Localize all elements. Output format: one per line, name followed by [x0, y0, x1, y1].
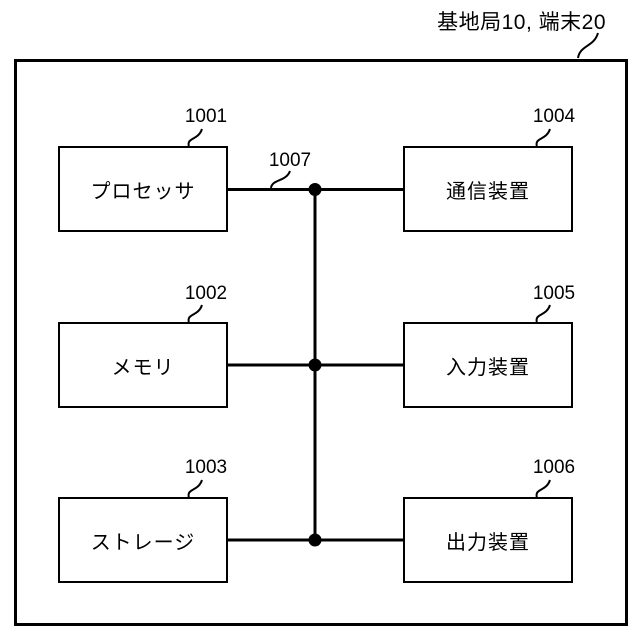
- leader-1004: [535, 128, 551, 148]
- ref-label-1006: 1006: [532, 457, 576, 478]
- block-label: ストレージ: [90, 531, 196, 554]
- leader-1001: [187, 128, 203, 148]
- block-label: メモリ: [111, 356, 175, 379]
- ref-label-1003: 1003: [184, 457, 228, 478]
- block-label: 入力装置: [446, 356, 530, 379]
- junction-dot-3: [308, 533, 322, 547]
- block-label: プロセッサ: [90, 180, 196, 203]
- junction-dot-2: [308, 358, 322, 372]
- block-input-device: 入力装置: [403, 322, 573, 408]
- leader-caption: [577, 32, 599, 59]
- leader-1007: [270, 170, 291, 189]
- leader-1006: [535, 479, 551, 499]
- block-communication-device: 通信装置: [403, 146, 573, 232]
- leader-1003: [187, 479, 203, 499]
- block-processor: プロセッサ: [58, 146, 228, 232]
- block-memory: メモリ: [58, 322, 228, 408]
- leader-1002: [187, 304, 203, 324]
- figure-caption: 基地局10, 端末20: [437, 11, 606, 34]
- ref-label-1001: 1001: [184, 106, 228, 127]
- block-output-device: 出力装置: [403, 497, 573, 583]
- ref-label-1007: 1007: [268, 150, 312, 171]
- ref-label-1002: 1002: [184, 283, 228, 304]
- block-label: 通信装置: [446, 180, 530, 203]
- junction-dot-1: [308, 183, 322, 196]
- ref-label-1005: 1005: [532, 283, 576, 304]
- ref-label-1004: 1004: [532, 106, 576, 127]
- block-label: 出力装置: [446, 531, 530, 554]
- block-storage: ストレージ: [58, 497, 228, 583]
- leader-1005: [535, 304, 551, 324]
